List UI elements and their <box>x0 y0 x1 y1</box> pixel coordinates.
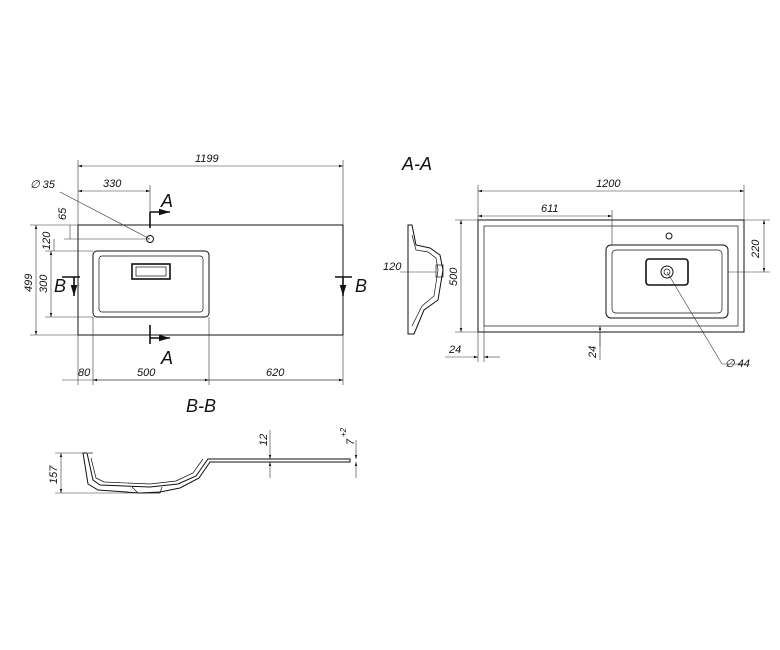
section-aa-view: A-A 1200 611 220 500 24 <box>401 154 770 370</box>
thickness-12-label: 12 <box>258 434 270 446</box>
bowl-inner-2 <box>611 249 723 314</box>
section-bb-view: 157 12 7 +2 <box>48 427 358 494</box>
section-aa-title: A-A <box>401 154 432 174</box>
tolerance-base-label: 7 <box>345 438 357 445</box>
countertop-outline <box>77 224 344 336</box>
top-view: ∅ 35 1199 330 499 300 65 120 80 500 <box>23 153 367 416</box>
hole-diameter-label: ∅ 35 <box>30 179 56 191</box>
dim-220-label: 220 <box>750 239 762 259</box>
bowl-outline <box>92 250 210 318</box>
side-profile-view: 120 <box>383 224 444 335</box>
bowl-depth-label: 300 <box>38 274 50 293</box>
cut-b-right: B <box>355 276 367 296</box>
cut-a-top: A <box>160 191 173 211</box>
cut-a-bottom: A <box>160 348 173 368</box>
bowl-500-label: 500 <box>137 367 156 379</box>
drain-hole <box>660 265 674 279</box>
vanity-outer <box>477 219 745 333</box>
offset-330-label: 330 <box>103 178 122 190</box>
vanity-inner <box>483 225 739 327</box>
side-120-label: 120 <box>383 261 402 273</box>
section-bb-title: B-B <box>186 396 216 416</box>
drain-slot <box>131 263 171 280</box>
dim-65-label: 65 <box>57 207 69 220</box>
dim-24-v-label: 24 <box>587 346 599 359</box>
offset-611-label: 611 <box>541 203 559 215</box>
dim-24-h-label: 24 <box>448 344 461 356</box>
tolerance-sup-label: +2 <box>339 427 348 437</box>
depth-500-label: 500 <box>448 267 460 286</box>
drain-diameter-label: ∅ 44 <box>725 358 750 370</box>
side-profile <box>407 224 444 335</box>
tap-hole-2 <box>665 232 673 240</box>
overall-width-label: 1199 <box>195 153 219 165</box>
drain-box <box>645 258 689 286</box>
dim-120-label: 120 <box>41 231 53 250</box>
section-bb-profile <box>82 452 351 494</box>
depth-label: 499 <box>23 274 35 292</box>
left-80-label: 80 <box>78 367 91 379</box>
bowl-inner <box>98 255 204 313</box>
right-620-label: 620 <box>266 367 285 379</box>
overall-width-1200-label: 1200 <box>596 178 621 190</box>
height-157-label: 157 <box>48 465 60 484</box>
cut-b-left: B <box>54 276 66 296</box>
bowl-outer <box>605 244 729 319</box>
